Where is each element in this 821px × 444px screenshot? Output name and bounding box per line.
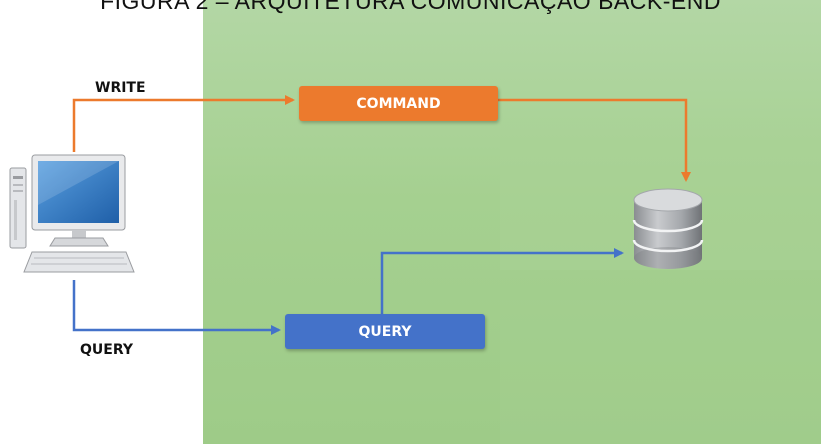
command-to-database-path bbox=[498, 98, 691, 182]
query-path bbox=[72, 280, 281, 335]
query-to-database-path bbox=[380, 248, 624, 314]
command-box: COMMAND bbox=[299, 86, 498, 121]
desktop-computer-icon bbox=[9, 154, 135, 273]
write-path bbox=[72, 95, 295, 152]
query-box: QUERY bbox=[285, 314, 485, 349]
background-shade bbox=[500, 300, 821, 444]
database-icon bbox=[632, 188, 704, 269]
query-label: QUERY bbox=[80, 342, 133, 358]
write-label: WRITE bbox=[95, 80, 146, 96]
figure-title: FIGURA 2 – ARQUITETURA COMUNICAÇÃO BACK-… bbox=[100, 0, 721, 14]
